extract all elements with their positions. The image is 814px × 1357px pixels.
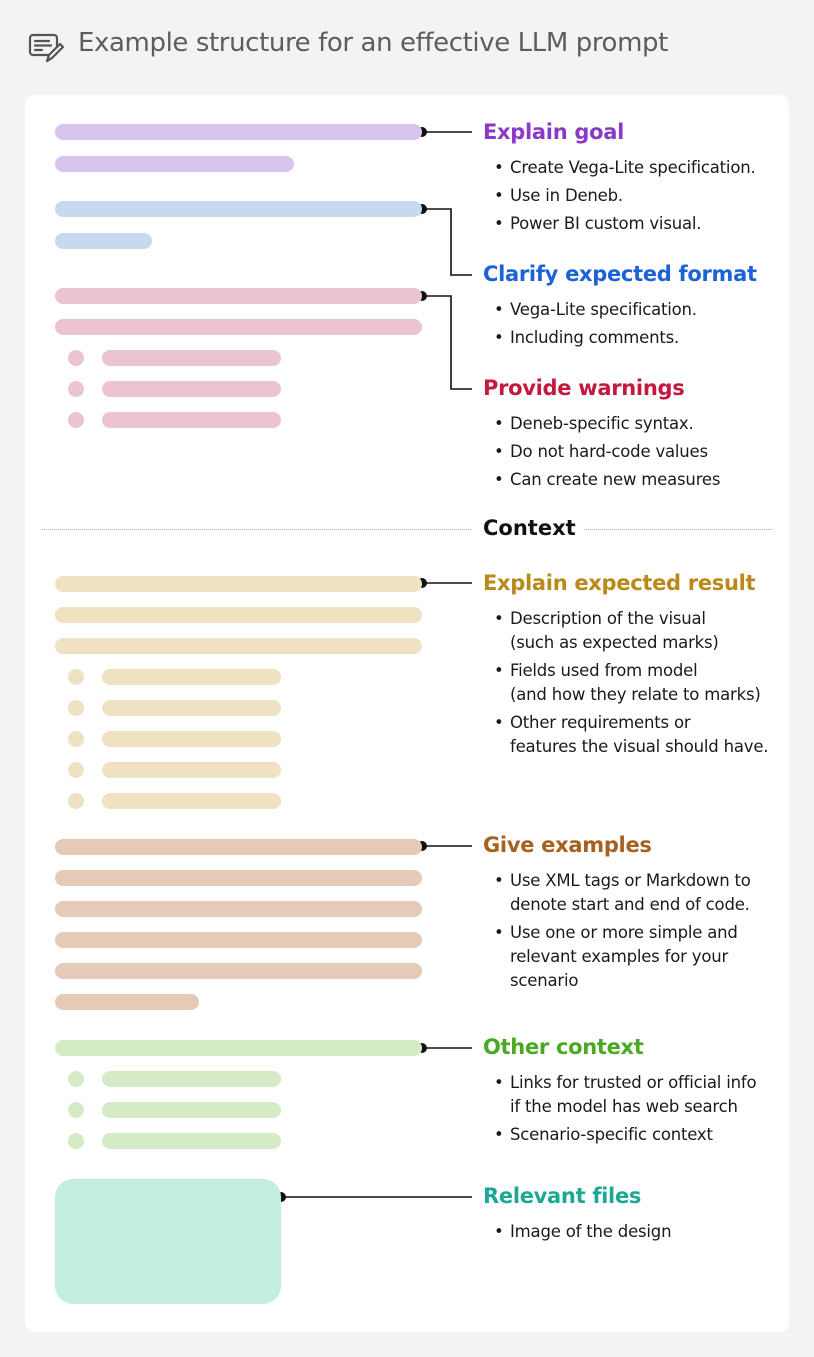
heading-other-context: Other context — [483, 1035, 644, 1059]
result-placeholder-bar — [102, 762, 281, 778]
goal-placeholder-bar — [55, 124, 422, 140]
warning-placeholder-bar — [55, 288, 422, 304]
relevant-files-placeholder — [55, 1179, 281, 1304]
prompt-document-pencil-icon — [28, 33, 64, 63]
heading-give-examples: Give examples — [483, 833, 652, 857]
heading-provide-warnings: Provide warnings — [483, 376, 685, 400]
format-placeholder-bar — [55, 233, 152, 249]
heading-clarify-format: Clarify expected format — [483, 262, 757, 286]
warning-placeholder-dot — [68, 412, 84, 428]
bullet-item: Fields used from model (and how they rel… — [494, 659, 768, 707]
other-placeholder-bar — [55, 1040, 422, 1056]
format-placeholder-bar — [55, 201, 422, 217]
heading-explain-goal: Explain goal — [483, 120, 624, 144]
warning-placeholder-bar — [102, 381, 281, 397]
result-placeholder-dot — [68, 669, 84, 685]
examples-bullet-list: Use XML tags or Markdown to denote start… — [494, 869, 751, 997]
bullet-item: Description of the visual (such as expec… — [494, 607, 768, 655]
result-placeholder-dot — [68, 762, 84, 778]
other-placeholder-dot — [68, 1071, 84, 1087]
bullet-item: Do not hard-code values — [494, 440, 720, 464]
context-divider-right — [584, 529, 773, 530]
bullet-item: Power BI custom visual. — [494, 212, 756, 236]
examples-placeholder-bar — [55, 994, 199, 1010]
result-placeholder-bar — [55, 607, 422, 623]
warning-placeholder-bar — [55, 319, 422, 335]
format-connector — [422, 208, 472, 276]
bullet-item: Deneb-specific syntax. — [494, 412, 720, 436]
examples-placeholder-bar — [55, 839, 422, 855]
result-placeholder-bar — [102, 700, 281, 716]
result-placeholder-bar — [102, 731, 281, 747]
result-placeholder-bar — [102, 793, 281, 809]
page-title: Example structure for an effective LLM p… — [78, 28, 668, 58]
goal-placeholder-bar — [55, 156, 294, 172]
examples-placeholder-bar — [55, 932, 422, 948]
bullet-item: Scenario-specific context — [494, 1123, 756, 1147]
heading-relevant-files: Relevant files — [483, 1184, 642, 1208]
examples-placeholder-bar — [55, 963, 422, 979]
bullet-item: Image of the design — [494, 1220, 672, 1244]
result-placeholder-dot — [68, 700, 84, 716]
bullet-item: Use in Deneb. — [494, 184, 756, 208]
context-label: Context — [483, 516, 576, 540]
bullet-item: Other requirements or features the visua… — [494, 711, 769, 759]
context-divider-left — [42, 529, 471, 530]
bullet-item: Links for trusted or official info if th… — [494, 1071, 757, 1119]
examples-placeholder-bar — [55, 901, 422, 917]
bullet-item: Vega-Lite specification. — [494, 298, 697, 322]
result-placeholder-bar — [102, 669, 281, 685]
files-bullet-list: Image of the design — [494, 1220, 672, 1248]
warning-placeholder-bar — [102, 412, 281, 428]
bullet-item: Use one or more simple and relevant exam… — [494, 921, 751, 993]
result-placeholder-bar — [55, 576, 422, 592]
bullet-item: Can create new measures — [494, 468, 720, 492]
other-placeholder-bar — [102, 1133, 281, 1149]
other-placeholder-bar — [102, 1071, 281, 1087]
warning-connector — [422, 295, 472, 390]
warnings-bullet-list: Deneb-specific syntax. Do not hard-code v… — [494, 412, 720, 496]
other-placeholder-dot — [68, 1102, 84, 1118]
heading-expected-result: Explain expected result — [483, 571, 756, 595]
bullet-item: Use XML tags or Markdown to denote start… — [494, 869, 751, 917]
other-placeholder-bar — [102, 1102, 281, 1118]
warning-placeholder-dot — [68, 381, 84, 397]
bullet-item: Create Vega-Lite specification. — [494, 156, 756, 180]
examples-placeholder-bar — [55, 870, 422, 886]
result-placeholder-dot — [68, 793, 84, 809]
format-bullet-list: Vega-Lite specification. Including commen… — [494, 298, 697, 354]
result-placeholder-bar — [55, 638, 422, 654]
warning-placeholder-bar — [102, 350, 281, 366]
other-placeholder-dot — [68, 1133, 84, 1149]
result-bullet-list: Description of the visual (such as expec… — [494, 607, 769, 763]
bullet-item: Including comments. — [494, 326, 697, 350]
result-placeholder-dot — [68, 731, 84, 747]
goal-bullet-list: Create Vega-Lite specification. Use in De… — [494, 156, 756, 240]
other-bullet-list: Links for trusted or official info if th… — [494, 1071, 757, 1151]
warning-placeholder-dot — [68, 350, 84, 366]
